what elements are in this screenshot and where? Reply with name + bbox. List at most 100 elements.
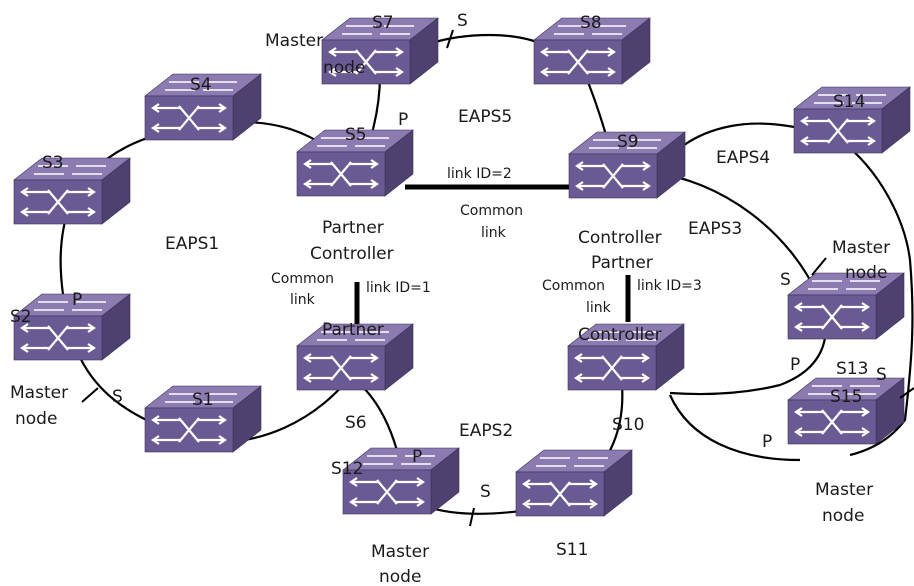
- label-s2: S2: [10, 307, 32, 327]
- s12-block-mark: [469, 507, 475, 527]
- switch-s13: [787, 272, 905, 340]
- link1-id-label: link ID=1: [366, 280, 431, 296]
- link2-link-label: link: [481, 225, 507, 241]
- switch-s14: [793, 86, 911, 154]
- label-s13: S13: [836, 359, 868, 379]
- s12-secondary-port: S: [480, 482, 491, 502]
- ring-label-eaps2: EAPS2: [459, 421, 513, 441]
- s7-block-mark: [446, 29, 454, 49]
- switch-cross-arrows-icon: [20, 187, 96, 217]
- blocking-marks: [81, 29, 914, 527]
- switch-cross-arrows-icon: [574, 353, 650, 383]
- link2-id-label: link ID=2: [447, 166, 512, 182]
- s2-primary-port: P: [72, 290, 82, 310]
- switch-s4: [144, 73, 262, 141]
- s15-secondary-port: S: [876, 365, 887, 385]
- switch-s8: [533, 17, 651, 85]
- switch-top-arrows-icon: [34, 165, 106, 175]
- switch-top-arrows-icon: [317, 331, 389, 341]
- switch-cross-arrows-icon: [540, 47, 616, 77]
- switch-top-arrows-icon: [317, 137, 389, 147]
- link2-common-label: Common: [460, 203, 523, 219]
- switch-s7: [321, 17, 439, 85]
- switch-s6: [296, 323, 414, 391]
- s15-node-label: node: [822, 506, 864, 526]
- switch-cross-arrows-icon: [20, 323, 96, 353]
- s15-primary-port: P: [762, 432, 772, 452]
- switch-cross-arrows-icon: [800, 116, 876, 146]
- switch-top-arrows-icon: [165, 81, 237, 91]
- label-s3: S3: [42, 153, 64, 173]
- s2-master-label: Master: [10, 383, 68, 403]
- link3-id-label: link ID=3: [637, 278, 702, 294]
- switch-cross-arrows-icon: [794, 407, 870, 437]
- switch-top-arrows-icon: [808, 280, 880, 290]
- ring-label-eaps5: EAPS5: [458, 107, 512, 127]
- label-s9: S9: [617, 132, 639, 152]
- switch-s9: [568, 131, 686, 199]
- ring-labels: EAPS1 EAPS5 EAPS4 EAPS3 EAPS2: [165, 107, 770, 441]
- switch-s1: [144, 385, 262, 453]
- switch-top-arrows-icon: [808, 385, 880, 395]
- switch-s2: [13, 293, 131, 361]
- eaps4-ring-lower: [668, 394, 801, 462]
- link3-common-label: Common: [542, 278, 605, 294]
- label-s15: S15: [830, 387, 862, 407]
- s12-primary-port: P: [412, 447, 422, 467]
- s13-block-mark: [811, 257, 827, 276]
- s2-secondary-port: S: [112, 387, 123, 407]
- switch-top-arrows-icon: [588, 331, 660, 341]
- label-s4: S4: [190, 75, 212, 95]
- s2-node-label: node: [15, 409, 57, 429]
- s7-master-label: Master: [265, 31, 323, 51]
- s6-partner-label: Partner: [322, 320, 384, 340]
- s13-master-label: Master: [832, 238, 890, 258]
- eaps5-ring: [354, 33, 620, 176]
- link1-common-label: Common: [271, 271, 334, 287]
- s15-master-label: Master: [815, 480, 873, 500]
- label-s14: S14: [833, 92, 865, 112]
- s13-primary-port: P: [790, 355, 800, 375]
- switch-top-arrows-icon: [814, 94, 886, 104]
- ring-label-eaps3: EAPS3: [688, 219, 742, 239]
- label-s10: S10: [612, 415, 644, 435]
- switch-labels: S3 S4 S5 S7 S8 S9 S14 S2 S1 S6 S12 S11 S…: [10, 13, 868, 560]
- switch-top-arrows-icon: [165, 393, 237, 403]
- switch-cross-arrows-icon: [794, 302, 870, 332]
- switch-cross-arrows-icon: [328, 47, 404, 77]
- ring-label-eaps4: EAPS4: [716, 148, 770, 168]
- switch-cross-arrows-icon: [303, 353, 379, 383]
- s13-secondary-port: S: [780, 270, 791, 290]
- switch-top-arrows-icon: [34, 301, 106, 311]
- switch-s12: [342, 447, 460, 515]
- s9-controller-label: Controller: [578, 228, 662, 248]
- s12-node-label: node: [379, 567, 421, 586]
- s9-partner-label: Partner: [591, 253, 653, 273]
- link1-link-label: link: [290, 292, 316, 308]
- s15-block-mark: [899, 387, 914, 399]
- switch-cross-arrows-icon: [575, 161, 651, 191]
- label-s1: S1: [192, 390, 214, 410]
- s10-controller-label: Controller: [578, 325, 662, 345]
- switch-s11: [515, 449, 633, 517]
- switch-top-arrows-icon: [536, 457, 608, 467]
- switch-cross-arrows-icon: [151, 103, 227, 133]
- s7-node-label: node: [323, 58, 365, 78]
- s5-controller-label: Controller: [310, 244, 394, 264]
- s12-master-label: Master: [371, 542, 429, 562]
- switch-top-arrows-icon: [363, 455, 435, 465]
- switch-top-arrows-icon: [589, 139, 661, 149]
- switch-s15: [787, 377, 905, 445]
- label-s7: S7: [372, 13, 394, 33]
- switch-top-arrows-icon: [342, 25, 414, 35]
- label-s11: S11: [556, 540, 588, 560]
- label-s8: S8: [580, 13, 602, 33]
- common-link-labels: link ID=2 Common link link ID=1 Common l…: [271, 166, 702, 316]
- s7-primary-port: P: [398, 110, 408, 130]
- switch-s10: [567, 323, 685, 391]
- eaps2-ring: [354, 379, 624, 515]
- s13-node-label: node: [845, 263, 887, 283]
- role-labels: Master node Partner Controller Partner C…: [10, 11, 890, 586]
- switch-top-arrows-icon: [554, 25, 626, 35]
